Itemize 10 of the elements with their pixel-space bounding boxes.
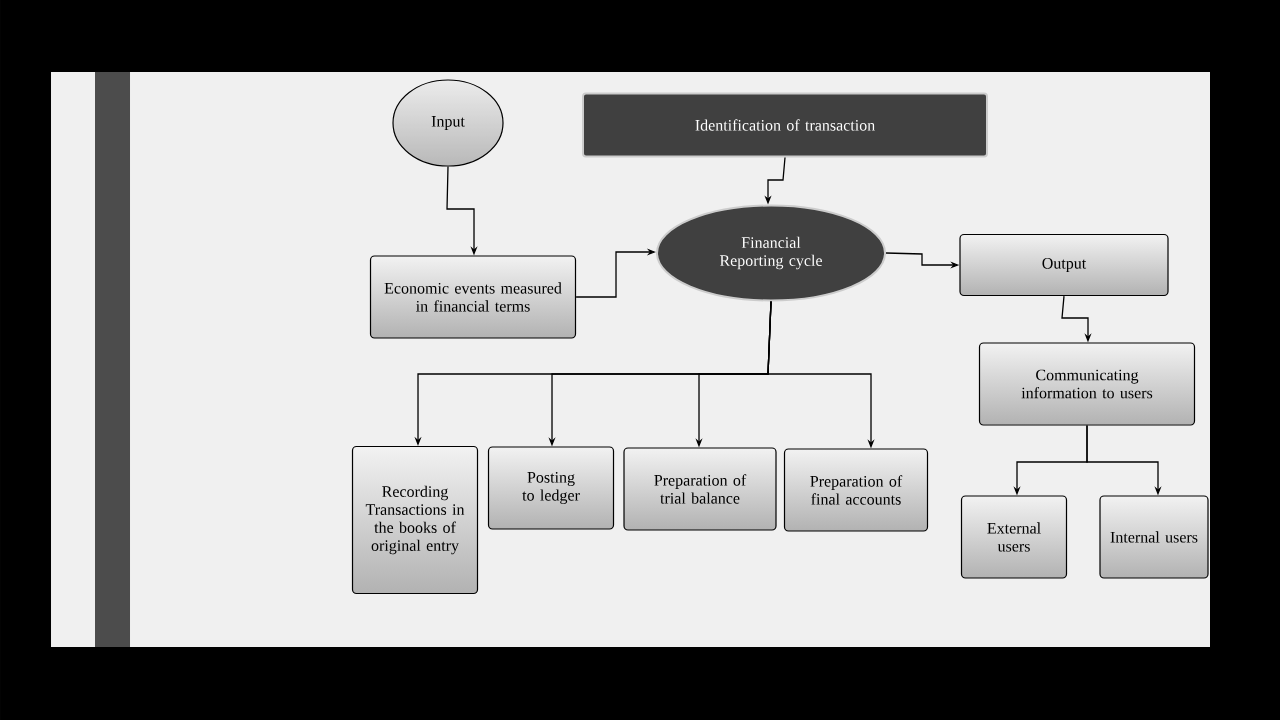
- process-box: External users: [960, 495, 1068, 579]
- process-box: Posting to ledger: [487, 446, 615, 530]
- process-box: Preparation of final accounts: [783, 448, 929, 532]
- process-box: Output: [959, 233, 1169, 297]
- process-box: Recording Transactions in the books of original entry: [351, 445, 479, 595]
- process-box: Communicating information to users: [978, 342, 1196, 426]
- process-box: Internal users: [1099, 495, 1209, 579]
- process-box: Economic events measured in financial terms: [369, 255, 577, 339]
- heading-box: Identification of transaction: [582, 92, 988, 158]
- process-box: Preparation of trial balance: [623, 447, 777, 531]
